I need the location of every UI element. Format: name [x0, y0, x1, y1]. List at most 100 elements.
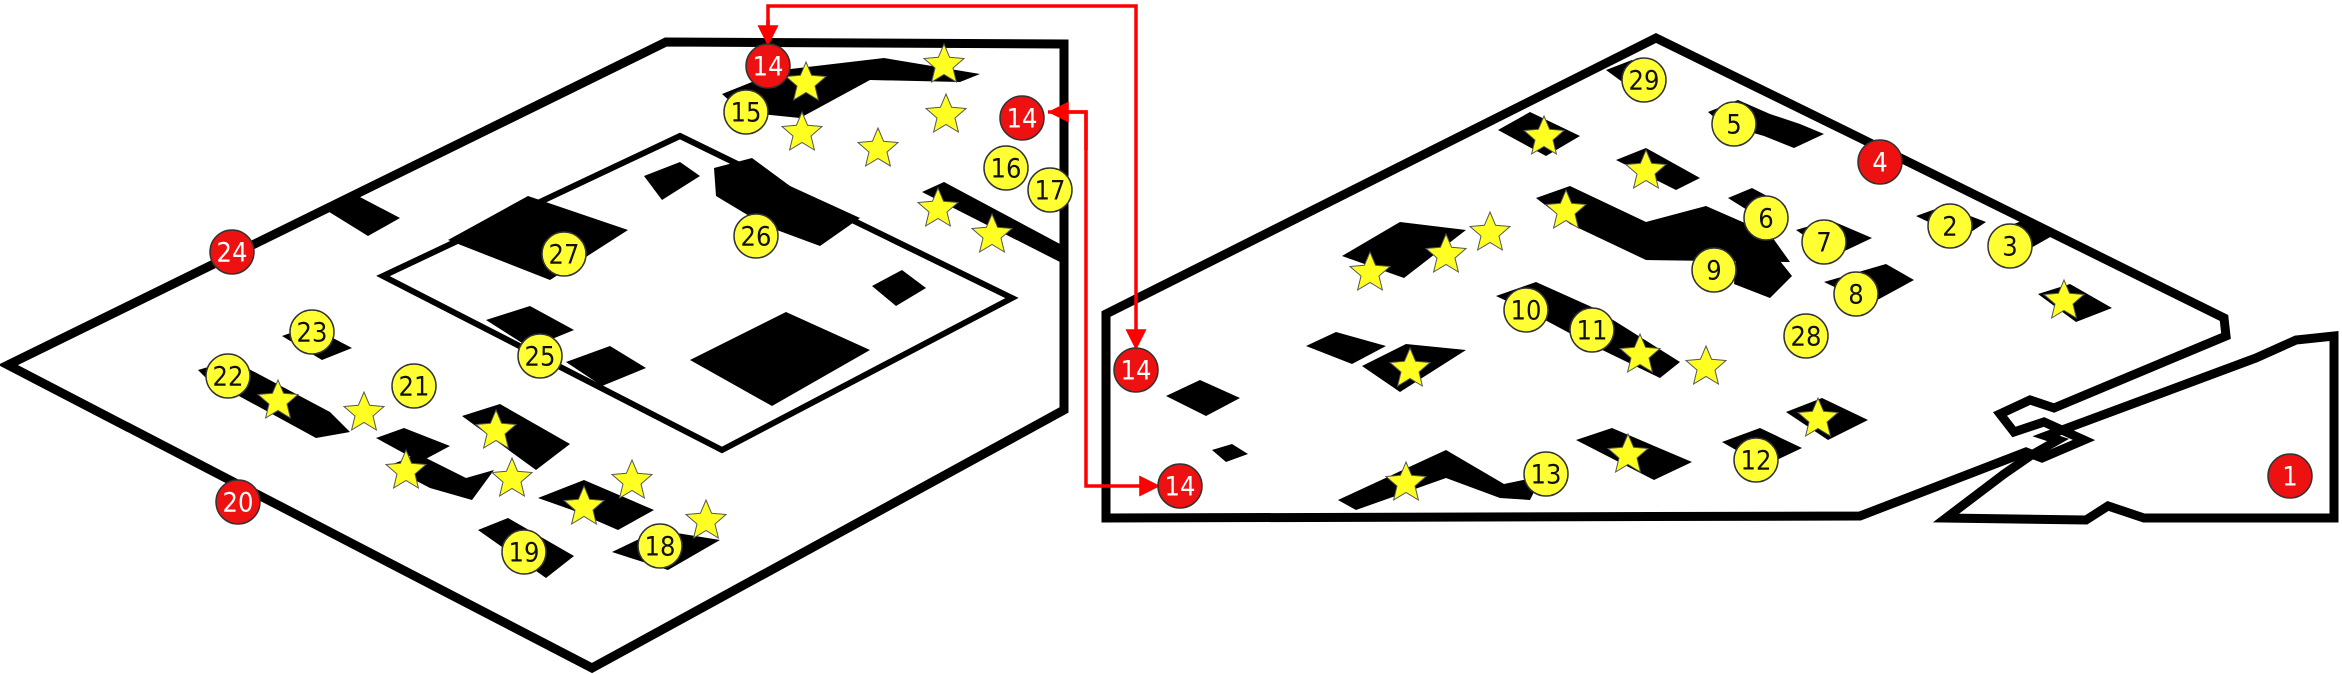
poi-marker-7: 7 [1801, 219, 1847, 265]
building [1338, 450, 1542, 510]
exit-marker-14a: 14 [745, 43, 791, 89]
building [326, 196, 400, 236]
exit-marker-14b: 14 [999, 95, 1045, 141]
star-icon [1796, 396, 1840, 438]
poi-marker-9: 9 [1691, 247, 1737, 293]
poi-marker-26: 26 [733, 213, 779, 259]
marker-label: 9 [1706, 256, 1721, 287]
left-objective-stars [256, 42, 1014, 540]
numbered-circle [723, 89, 769, 135]
building [376, 428, 450, 462]
numbered-circle [1503, 287, 1549, 333]
poi-marker-6: 6 [1743, 195, 1789, 241]
marker-label: 14 [753, 52, 784, 83]
marker-label: 21 [399, 372, 430, 403]
numbered-circle [501, 529, 547, 575]
building [1734, 246, 1792, 298]
poi-marker-28: 28 [1783, 313, 1829, 359]
numbered-circle [1621, 57, 1667, 103]
exit-marker-4: 4 [1857, 139, 1903, 185]
marker-label: 4 [1872, 148, 1887, 179]
poi-marker-29: 29 [1621, 57, 1667, 103]
marker-label: 13 [1531, 460, 1562, 491]
red-numbered-circle [1113, 347, 1159, 393]
numbered-circle [1569, 307, 1615, 353]
building [448, 196, 628, 280]
star-icon [474, 408, 518, 450]
red-numbered-circle [1857, 139, 1903, 185]
route-arrows [757, 4, 1161, 497]
exit-marker-14d: 14 [1157, 463, 1203, 509]
numbered-circle [289, 309, 335, 355]
star-icon [1468, 210, 1512, 252]
marker-label: 20 [223, 488, 254, 519]
marker-label: 23 [297, 318, 328, 349]
right-buildings [1166, 60, 2112, 510]
poi-marker-15: 15 [723, 89, 769, 135]
building [462, 404, 570, 470]
poi-marker-10: 10 [1503, 287, 1549, 333]
numbered-circle [1691, 247, 1737, 293]
marker-label: 26 [741, 222, 772, 253]
numbered-circle [1711, 101, 1757, 147]
star-icon [1606, 432, 1650, 474]
numbered-circle [1927, 203, 1973, 249]
star-icon [1624, 148, 1668, 190]
poi-marker-13: 13 [1523, 451, 1569, 497]
marker-label: 28 [1791, 322, 1822, 353]
marker-label: 17 [1035, 176, 1066, 207]
exit-marker-20: 20 [215, 479, 261, 525]
star-icon [562, 484, 606, 526]
building [566, 346, 646, 386]
poi-marker-18: 18 [637, 523, 683, 569]
star-icon [916, 186, 960, 228]
marker-label: 12 [1741, 446, 1772, 477]
numbered-circle [1987, 223, 2033, 269]
building [1536, 186, 1790, 262]
route-arrow-head-14b [1047, 101, 1088, 150]
star-icon [924, 92, 968, 134]
poi-marker-2: 2 [1927, 203, 1973, 249]
marker-label: 16 [991, 154, 1022, 185]
building [690, 312, 870, 406]
right-objective-stars [1348, 114, 2086, 502]
star-icon [1348, 250, 1392, 292]
poi-marker-11: 11 [1569, 307, 1615, 353]
numbered-circle [1523, 451, 1569, 497]
numbered-circle [733, 213, 779, 259]
marker-label: 27 [549, 240, 580, 271]
poi-marker-3: 3 [1987, 223, 2033, 269]
marker-label: 11 [1577, 316, 1608, 347]
poi-marker-8: 8 [1833, 271, 1879, 317]
numbered-circle [517, 333, 563, 379]
star-icon [1684, 344, 1728, 386]
building [644, 162, 700, 200]
star-icon [610, 458, 654, 500]
marker-label: 10 [1511, 296, 1542, 327]
star-icon [1544, 188, 1588, 230]
marker-label: 6 [1758, 204, 1773, 235]
star-icon [970, 212, 1014, 254]
marker-label: 14 [1121, 356, 1152, 387]
star-icon [256, 378, 300, 420]
numbered-circle [1783, 313, 1829, 359]
marker-label: 5 [1726, 110, 1741, 141]
star-icon [784, 60, 828, 102]
red-numbered-circle [2267, 453, 2313, 499]
marker-label: 22 [213, 362, 244, 393]
exit-marker-14c: 14 [1113, 347, 1159, 393]
red-numbered-circle [999, 95, 1045, 141]
poi-marker-21: 21 [391, 363, 437, 409]
numbered-circle [391, 363, 437, 409]
numbered-circle [1027, 167, 1073, 213]
building [1306, 332, 1386, 364]
star-icon [1522, 114, 1566, 156]
marker-label: 19 [509, 538, 540, 569]
red-numbered-circle [215, 479, 261, 525]
poi-marker-16: 16 [983, 145, 1029, 191]
star-icon [2042, 278, 2086, 320]
exit-marker-24: 24 [209, 229, 255, 275]
building [714, 158, 860, 246]
star-icon [1384, 460, 1428, 502]
